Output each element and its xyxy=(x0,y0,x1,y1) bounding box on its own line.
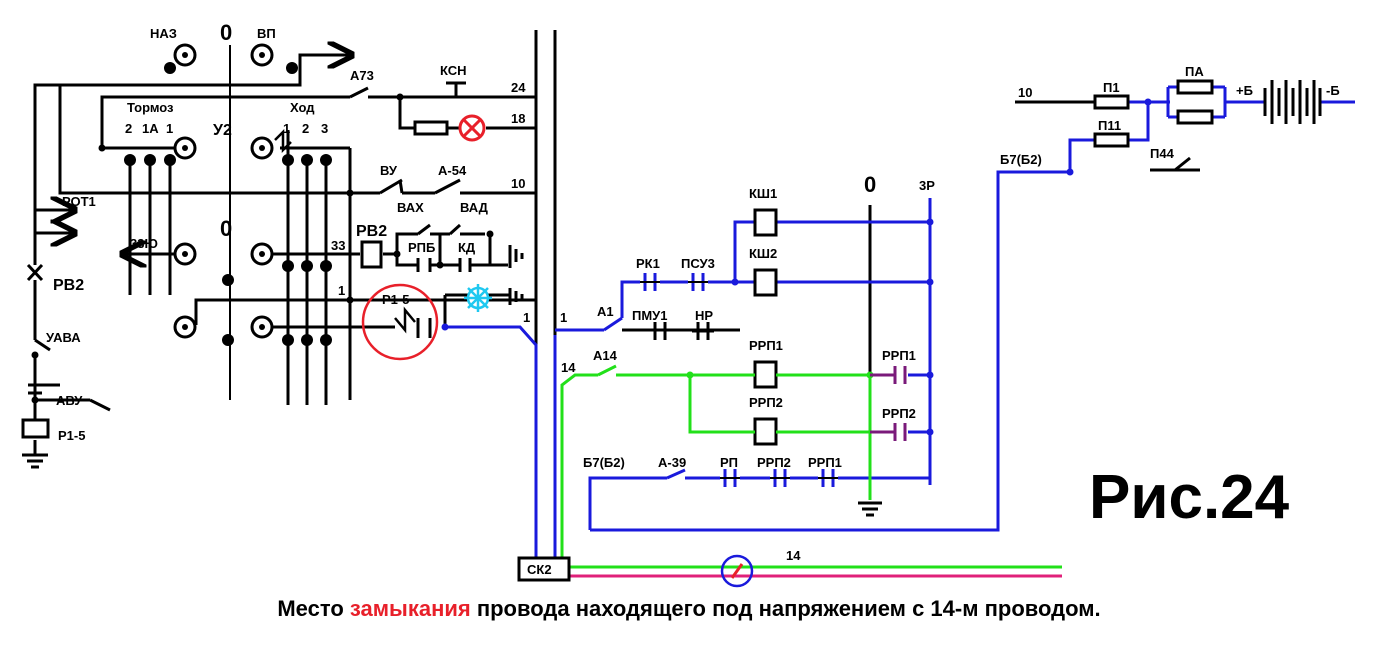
label-w18: 18 xyxy=(511,111,525,126)
label-a73: А73 xyxy=(350,68,374,83)
terminal-dots xyxy=(31,52,494,404)
caption-after: провода находящего под напряжением с 14-… xyxy=(470,596,1101,621)
khod-switch-symbol xyxy=(274,128,292,154)
label-uava: УАВА xyxy=(46,330,81,345)
label-szyu: 33Ю xyxy=(130,236,158,251)
fault-relay-highlight xyxy=(361,283,439,361)
figure-caption: Место замыкания провода находящего под н… xyxy=(0,596,1378,622)
label-n2: 2 xyxy=(125,121,132,136)
label-n1: 1 xyxy=(166,121,173,136)
label-rot1: РОТ1 xyxy=(62,194,96,209)
label-minus-b: -Б xyxy=(1326,83,1340,98)
blue-contacts-cross xyxy=(640,281,838,479)
label-rrp1-small: РРП1 xyxy=(808,455,842,470)
label-naz: НАЗ xyxy=(150,26,177,41)
terminals xyxy=(173,43,274,339)
green-wiring xyxy=(560,364,1062,569)
label-rv2-left: РВ2 xyxy=(53,277,84,294)
label-zero-mid: 0 xyxy=(220,216,232,241)
label-rk1: РК1 xyxy=(636,256,660,271)
sk2-connector xyxy=(517,556,571,582)
label-w1a: 1 xyxy=(338,283,345,298)
label-b7b2-bottom: Б7(Б2) xyxy=(583,455,625,470)
label-a54: А-54 xyxy=(438,163,467,178)
label-vp: ВП xyxy=(257,26,276,41)
label-nr: НР xyxy=(695,308,713,323)
blue-junctions xyxy=(441,98,1152,436)
label-ksn: КСН xyxy=(440,63,467,78)
label-a1: А1 xyxy=(597,304,614,319)
label-r15-left: Р1-5 xyxy=(58,428,85,443)
label-avu: АВУ xyxy=(56,393,83,408)
caption-before: Место xyxy=(277,596,350,621)
label-rrp2-small: РРП2 xyxy=(757,455,791,470)
label-p1: П1 xyxy=(1103,80,1120,95)
label-pa: ПА xyxy=(1185,64,1204,79)
label-kd: КД xyxy=(458,240,476,255)
label-w1c: 1 xyxy=(560,310,567,325)
blue-wiring xyxy=(445,85,1355,560)
label-khod: Ход xyxy=(290,100,315,115)
label-ksh2: КШ2 xyxy=(749,246,777,261)
snowflake-icon xyxy=(464,284,492,312)
label-w14: 14 xyxy=(561,360,576,375)
label-p44: П44 xyxy=(1150,146,1175,161)
caption-highlight: замыкания xyxy=(349,596,471,621)
label-rp: РП xyxy=(720,455,738,470)
label-ksh1: КШ1 xyxy=(749,186,777,201)
label-psu3: ПСУ3 xyxy=(681,256,715,271)
relay-coils xyxy=(753,79,1214,446)
label-pmu1: ПМУ1 xyxy=(632,308,668,323)
label-rpb: РПБ xyxy=(408,240,435,255)
label-w33: 33 xyxy=(331,238,345,253)
green-junctions xyxy=(686,371,874,379)
label-rrp1-contact: РРП1 xyxy=(882,348,916,363)
label-zero-top: 0 xyxy=(220,20,232,45)
label-zero-right: 0 xyxy=(864,172,876,197)
labels: НАЗ 0 ВП Тормоз Ход У2 2 1А 1 1 2 3 А73 … xyxy=(46,20,1340,577)
label-w14-bottom: 14 xyxy=(786,548,801,563)
label-vu: ВУ xyxy=(380,163,398,178)
label-vax: ВАХ xyxy=(397,200,424,215)
label-r15-circle: Р1-5 xyxy=(382,292,409,307)
label-w10-right: 10 xyxy=(1018,85,1032,100)
circuit-schematic: НАЗ 0 ВП Тормоз Ход У2 2 1А 1 1 2 3 А73 … xyxy=(21,20,1355,588)
label-sk2: СК2 xyxy=(527,562,552,577)
purple-contacts xyxy=(870,366,907,441)
signal-lamp-icon xyxy=(458,114,486,142)
label-n1a: 1А xyxy=(142,121,159,136)
label-zr: 3Р xyxy=(919,178,935,193)
label-rrp2-contact: РРП2 xyxy=(882,406,916,421)
contacts xyxy=(26,81,1191,395)
battery-icon xyxy=(1263,80,1322,124)
figure-number: Рис.24 xyxy=(1089,463,1290,532)
black-wiring xyxy=(22,30,1200,560)
label-k2: 2 xyxy=(302,121,309,136)
label-rrp1-coil: РРП1 xyxy=(749,338,783,353)
fault-location-icon xyxy=(720,554,754,588)
label-vad: ВАД xyxy=(460,200,489,215)
label-a14: А14 xyxy=(593,348,618,363)
label-w24: 24 xyxy=(511,80,526,95)
label-p11: П11 xyxy=(1098,118,1121,133)
label-tormoz: Тормоз xyxy=(127,100,174,115)
label-plus-b: +Б xyxy=(1236,83,1253,98)
label-rv2-main: РВ2 xyxy=(356,223,387,240)
label-a39: А-39 xyxy=(658,455,686,470)
label-k1: 1 xyxy=(283,121,290,136)
label-rrp2-coil: РРП2 xyxy=(749,395,783,410)
label-k3: 3 xyxy=(321,121,328,136)
coils xyxy=(21,120,449,439)
label-w10: 10 xyxy=(511,176,525,191)
label-w1b: 1 xyxy=(523,310,530,325)
label-b7b2-right: Б7(Б2) xyxy=(1000,152,1042,167)
label-u2: У2 xyxy=(213,122,232,139)
